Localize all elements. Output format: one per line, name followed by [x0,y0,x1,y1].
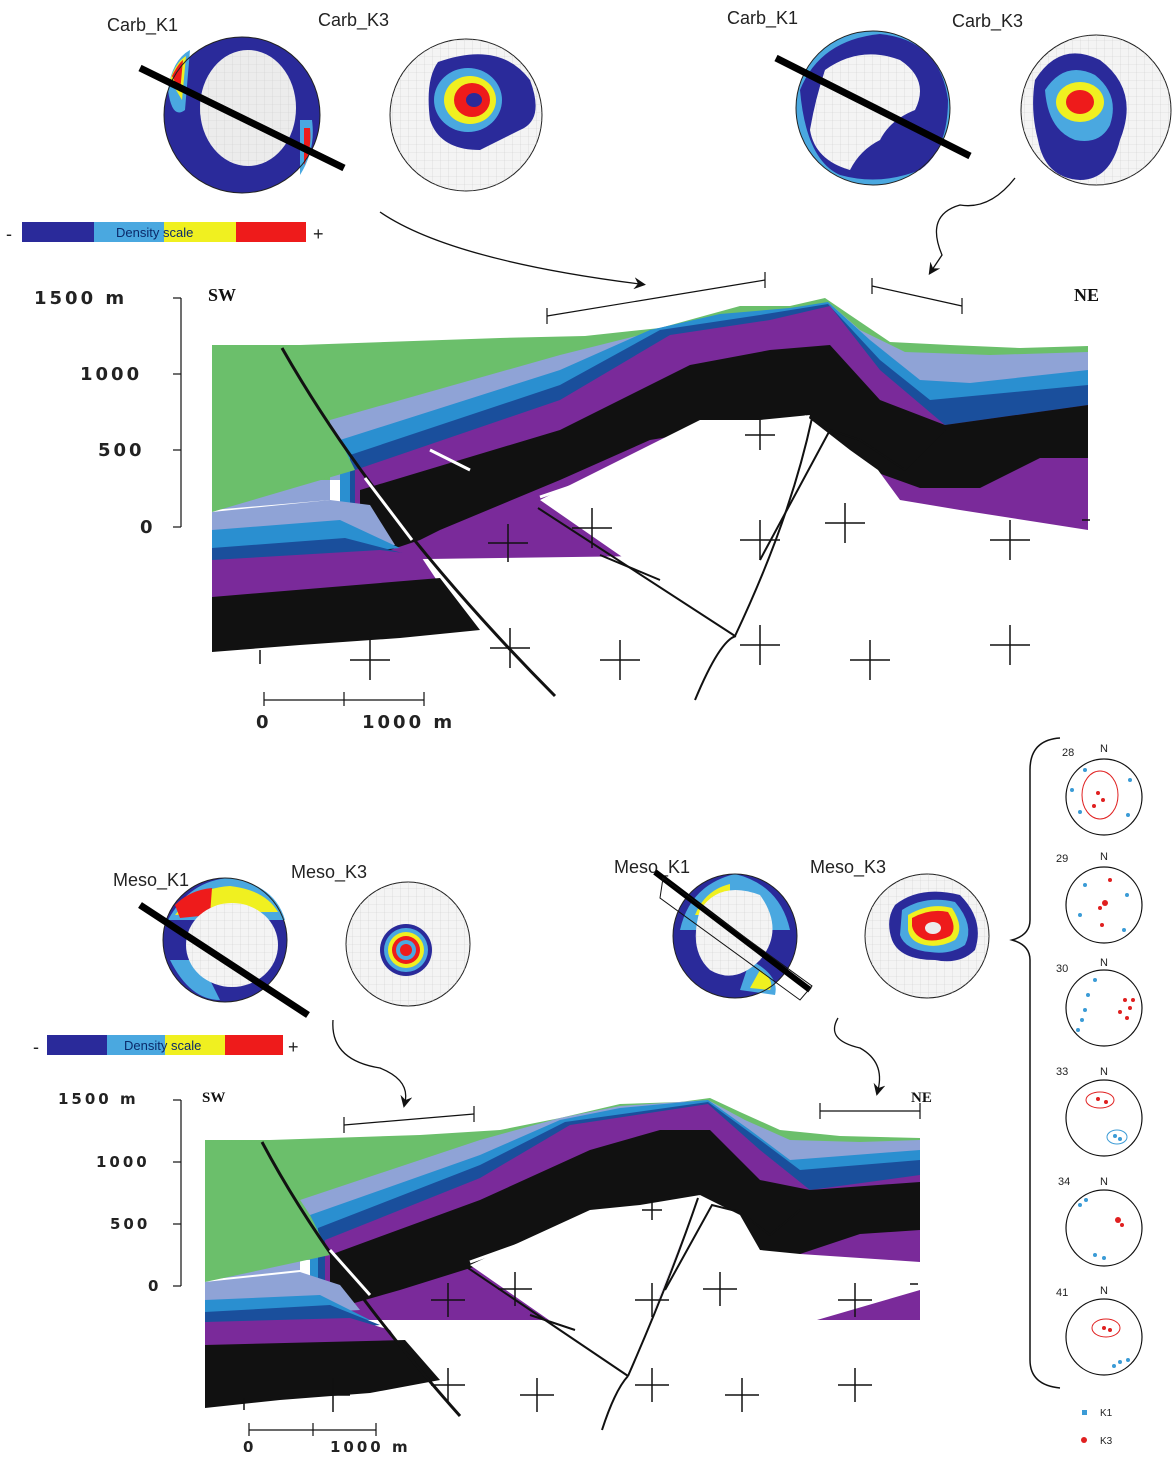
scale-bar [263,692,425,706]
sampling-bracket [546,272,766,324]
direction-label-ne: NE [911,1090,932,1106]
stereonet-carb-k1-ne [774,30,972,186]
site-stereonet-41: 41 N [1056,1285,1143,1376]
legend-label: K3 [1100,1436,1113,1447]
elevation-axis [173,1099,182,1287]
elevation-tick-label: 1000 [96,1153,150,1171]
direction-label-ne: NE [1074,285,1099,305]
scale-bar [248,1423,377,1436]
site-number: 34 [1058,1176,1070,1188]
stereonet-label: Carb_K1 [727,8,798,29]
scale-bar-end: 1000 m [362,712,455,733]
site-number: 29 [1056,853,1068,865]
site-brace [1009,737,1061,1389]
direction-label-sw: SW [208,285,236,305]
stereonet-label: Meso_K3 [810,857,886,878]
site-stereonet-29: 29 N [1056,851,1143,944]
density-scale-minus: - [6,224,12,244]
density-scale: - Density scale + [6,222,324,244]
cross-section-bottom [205,1098,920,1431]
density-scale-plus: + [313,224,324,244]
cross-section-top [212,298,1088,701]
basement-crosses [259,420,1090,680]
curved-arrow [379,211,646,290]
stereonet-label: Meso_K1 [113,870,189,891]
stereonet-meso-k1-ne [653,869,813,1001]
stereonet-label: Meso_K1 [614,857,690,878]
north-label: N [1100,743,1108,755]
density-scale-label: Density scale [124,1038,201,1053]
density-scale-minus: - [33,1037,39,1057]
elevation-axis [173,297,182,528]
site-number: 28 [1062,747,1074,759]
site-number: 41 [1056,1287,1068,1299]
sampling-bracket [871,278,963,314]
bottom-panel: Meso_K1 Meso_K3 Meso_K1 Meso_K3 [33,857,990,1456]
stereonet-meso-k3-sw [345,881,471,1007]
elevation-tick-label: 0 [140,517,156,538]
elevation-tick-label: 1500 m [34,288,127,309]
density-scale-plus: + [288,1037,299,1057]
legend-swatch-k1 [1082,1410,1087,1415]
site-stereonet-30: 30 N [1056,957,1143,1047]
scale-bar-end: 1000 m [330,1438,411,1456]
direction-label-sw: SW [202,1090,225,1106]
scale-bar-start: 0 [243,1438,256,1456]
sampling-bracket [819,1103,921,1119]
elevation-tick-label: 1500 m [58,1090,139,1108]
density-scale: - Density scale + [33,1035,299,1057]
stereonet-label: Carb_K3 [952,11,1023,32]
site-number: 30 [1056,963,1068,975]
site-stereonets: 28 N 29 N 30 N 33 N [1009,737,1143,1447]
north-label: N [1100,851,1108,863]
north-label: N [1100,1176,1108,1188]
curved-arrow [833,1017,886,1096]
stereonet-carb-k3-ne [1020,34,1172,186]
stereonet-label: Meso_K3 [291,862,367,883]
sampling-bracket [343,1106,475,1133]
site-stereonet-28: 28 N [1062,743,1143,836]
curved-arrow [928,177,1016,275]
north-label: N [1100,957,1108,969]
site-stereonet-33: 33 N [1056,1066,1143,1157]
stereonet-label: Carb_K3 [318,10,389,31]
elevation-tick-label: 1000 [80,364,142,385]
stereonet-meso-k1-sw [138,877,310,1018]
stereonet-label: Carb_K1 [107,15,178,36]
elevation-tick-label: 500 [98,440,145,461]
elevation-tick-label: 500 [110,1215,150,1233]
curved-arrow [332,1019,413,1108]
top-panel: Carb_K1 Carb_K3 Carb_K1 Carb_K3 [6,8,1172,733]
scale-bar-start: 0 [256,712,272,733]
legend-label: K1 [1100,1408,1113,1419]
legend-swatch-k3 [1081,1437,1087,1443]
stereonet-meso-k3-ne [864,873,990,999]
north-label: N [1100,1066,1108,1078]
stereonet-carb-k1-sw [138,36,346,194]
site-number: 33 [1056,1066,1068,1078]
site-legend: K1 K3 [1081,1408,1113,1447]
density-scale-label: Density scale [116,225,193,240]
elevation-tick-label: 0 [148,1277,161,1295]
stereonet-carb-k3-sw [389,38,543,192]
basement-crosses [243,1200,918,1412]
north-label: N [1100,1285,1108,1297]
site-stereonet-34: 34 N [1058,1176,1143,1267]
